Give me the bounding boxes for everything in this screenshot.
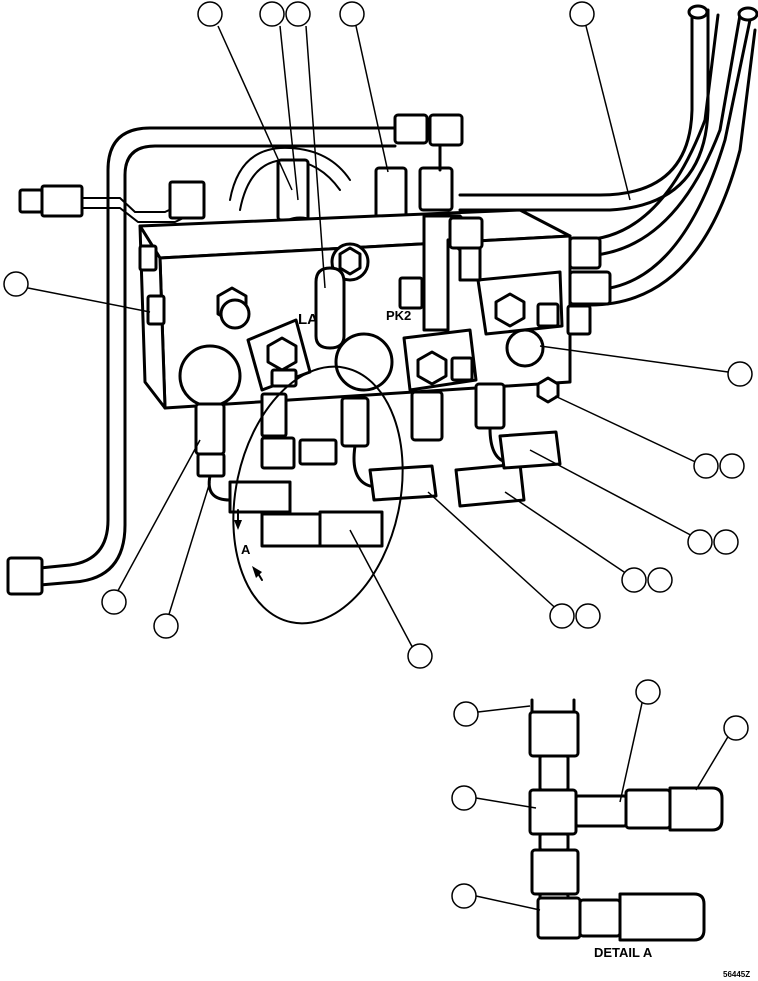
pressure-sensor-3 — [418, 166, 454, 212]
callout-14 — [549, 603, 575, 629]
hose-end-3 — [318, 510, 384, 548]
callout-10 — [687, 529, 713, 555]
callout-23 — [451, 883, 477, 909]
tube-nut-top-1 — [393, 113, 429, 145]
callout-2 — [259, 1, 285, 27]
main-assembly — [6, 4, 758, 625]
drawing-code: 56445Z — [723, 970, 750, 979]
callout-8 — [693, 453, 719, 479]
left-tube-inner — [38, 144, 397, 587]
port-label-pk2: PK2 — [386, 308, 411, 323]
callout-1 — [197, 1, 223, 27]
callout-17 — [101, 589, 127, 615]
solenoid-cap-3 — [505, 328, 545, 368]
hose-end-2 — [260, 512, 322, 548]
solenoid-coil-2 — [402, 328, 478, 392]
callout-9 — [719, 453, 745, 479]
detail-a-title: DETAIL A — [594, 945, 653, 960]
detail-tee-fitting — [528, 788, 578, 836]
electrical-harness — [18, 146, 351, 223]
callout-leaders — [27, 25, 733, 911]
detail-a-reference-circle — [232, 365, 404, 625]
callout-3 — [285, 1, 311, 27]
callout-16 — [407, 643, 433, 669]
callout-13 — [647, 567, 673, 593]
detail-a-assembly — [528, 698, 724, 942]
left-tube — [38, 126, 397, 570]
port-label-la: LA — [298, 311, 318, 328]
callout-15 — [575, 603, 601, 629]
callout-12 — [621, 567, 647, 593]
callout-20 — [635, 679, 661, 705]
hose-end-5 — [454, 462, 526, 508]
callout-5 — [569, 1, 595, 27]
tube-nut-top-2 — [428, 113, 464, 147]
solenoid-cap-1 — [178, 344, 242, 408]
elbow-fitting-la — [314, 266, 346, 350]
callout-21 — [723, 715, 749, 741]
callout-bubbles — [3, 1, 753, 909]
solenoid-cap-2 — [334, 332, 394, 392]
callout-7 — [727, 361, 753, 387]
callout-6 — [3, 271, 29, 297]
callout-19 — [453, 701, 479, 727]
callout-11 — [713, 529, 739, 555]
detail-hose-lower — [618, 892, 706, 942]
left-tube-end-fitting — [6, 556, 44, 596]
detail-hose-upper — [668, 786, 724, 832]
right-tube-bundle — [458, 4, 758, 307]
callout-18 — [153, 613, 179, 639]
solenoid-coil-3 — [476, 270, 564, 336]
detail-elbow-fitting — [536, 896, 582, 940]
view-label-a: A — [241, 542, 251, 557]
hose-end-1 — [228, 480, 292, 514]
callout-22 — [451, 785, 477, 811]
callout-4 — [339, 1, 365, 27]
